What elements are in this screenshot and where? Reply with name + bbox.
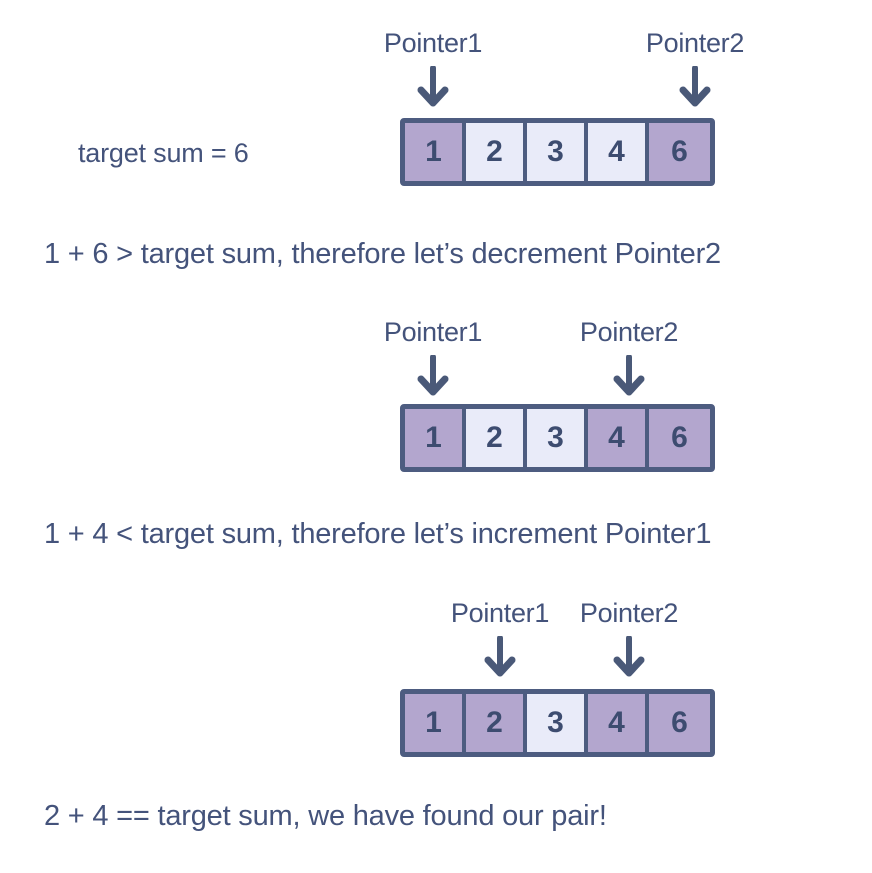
step-1-cell-0: 1: [405, 123, 466, 181]
step-1-pointer2-label: Pointer2: [645, 28, 745, 58]
step-1-cell-3: 4: [588, 123, 649, 181]
step-1-caption: 1 + 6 > target sum, therefore let’s decr…: [44, 238, 721, 270]
step-2-pointer2-arrow-down-icon: [613, 355, 645, 397]
step-3-array: 1 2 3 4 6: [400, 689, 715, 757]
step-3-pointer2-arrow-down-icon: [613, 636, 645, 678]
step-2-array: 1 2 3 4 6: [400, 404, 715, 472]
step-1-pointer1-label: Pointer1: [383, 28, 483, 58]
step-2-pointer1-arrow-down-icon: [417, 355, 449, 397]
step-3-pointer1-label: Pointer1: [450, 598, 550, 628]
step-1-cell-1: 2: [466, 123, 527, 181]
step-1-array: 1 2 3 4 6: [400, 118, 715, 186]
step-2-cell-2: 3: [527, 409, 588, 467]
step-3-caption: 2 + 4 == target sum, we have found our p…: [44, 800, 607, 832]
step-3-cell-2: 3: [527, 694, 588, 752]
step-1-pointer2-arrow-down-icon: [679, 66, 711, 108]
step-2-caption: 1 + 4 < target sum, therefore let’s incr…: [44, 518, 712, 550]
step-2-pointer2-label: Pointer2: [579, 317, 679, 347]
step-2-pointer1-label: Pointer1: [383, 317, 483, 347]
step-1-cell-2: 3: [527, 123, 588, 181]
step-3-pointer2-label: Pointer2: [579, 598, 679, 628]
step-2-cell-4: 6: [649, 409, 710, 467]
step-3-cell-3: 4: [588, 694, 649, 752]
step-1-pointer1-arrow-down-icon: [417, 66, 449, 108]
step-3-pointer1-arrow-down-icon: [484, 636, 516, 678]
step-1-cell-4: 6: [649, 123, 710, 181]
step-2-cell-0: 1: [405, 409, 466, 467]
step-2-cell-3: 4: [588, 409, 649, 467]
target-sum-label: target sum = 6: [78, 138, 249, 168]
step-3-cell-0: 1: [405, 694, 466, 752]
step-3-cell-1: 2: [466, 694, 527, 752]
step-3-cell-4: 6: [649, 694, 710, 752]
step-2-cell-1: 2: [466, 409, 527, 467]
